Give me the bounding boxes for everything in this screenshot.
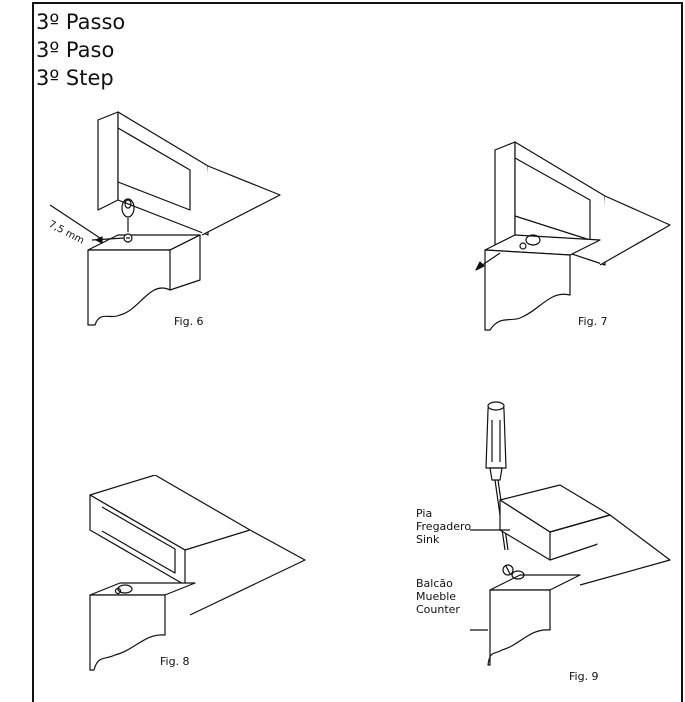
counter-label-english: Counter	[416, 603, 460, 616]
step-title-spanish: 3º Paso	[36, 38, 115, 62]
counter-label-portuguese: Balcão	[416, 577, 453, 590]
figure-7-label: Fig. 7	[578, 315, 608, 328]
step-title-portuguese: 3º Passo	[36, 10, 126, 34]
sink-label-portuguese: Pia	[416, 507, 433, 520]
sink-label-english: Sink	[416, 533, 440, 546]
counter-label-spanish: Mueble	[416, 590, 457, 603]
figure-6-illustration: 7,5 mm	[47, 111, 281, 326]
sink-label-spanish: Fregadero	[416, 520, 472, 533]
step-title-english: 3º Step	[36, 66, 114, 90]
figure-6-measurement: 7,5 mm	[47, 219, 86, 247]
figure-8-label: Fig. 8	[160, 655, 190, 668]
figure-9-label: Fig. 9	[569, 670, 599, 683]
figure-6-label: Fig. 6	[174, 315, 204, 328]
figure-9-illustration	[470, 401, 671, 666]
figure-8-illustration	[89, 475, 306, 671]
figure-7-illustration	[475, 141, 671, 331]
